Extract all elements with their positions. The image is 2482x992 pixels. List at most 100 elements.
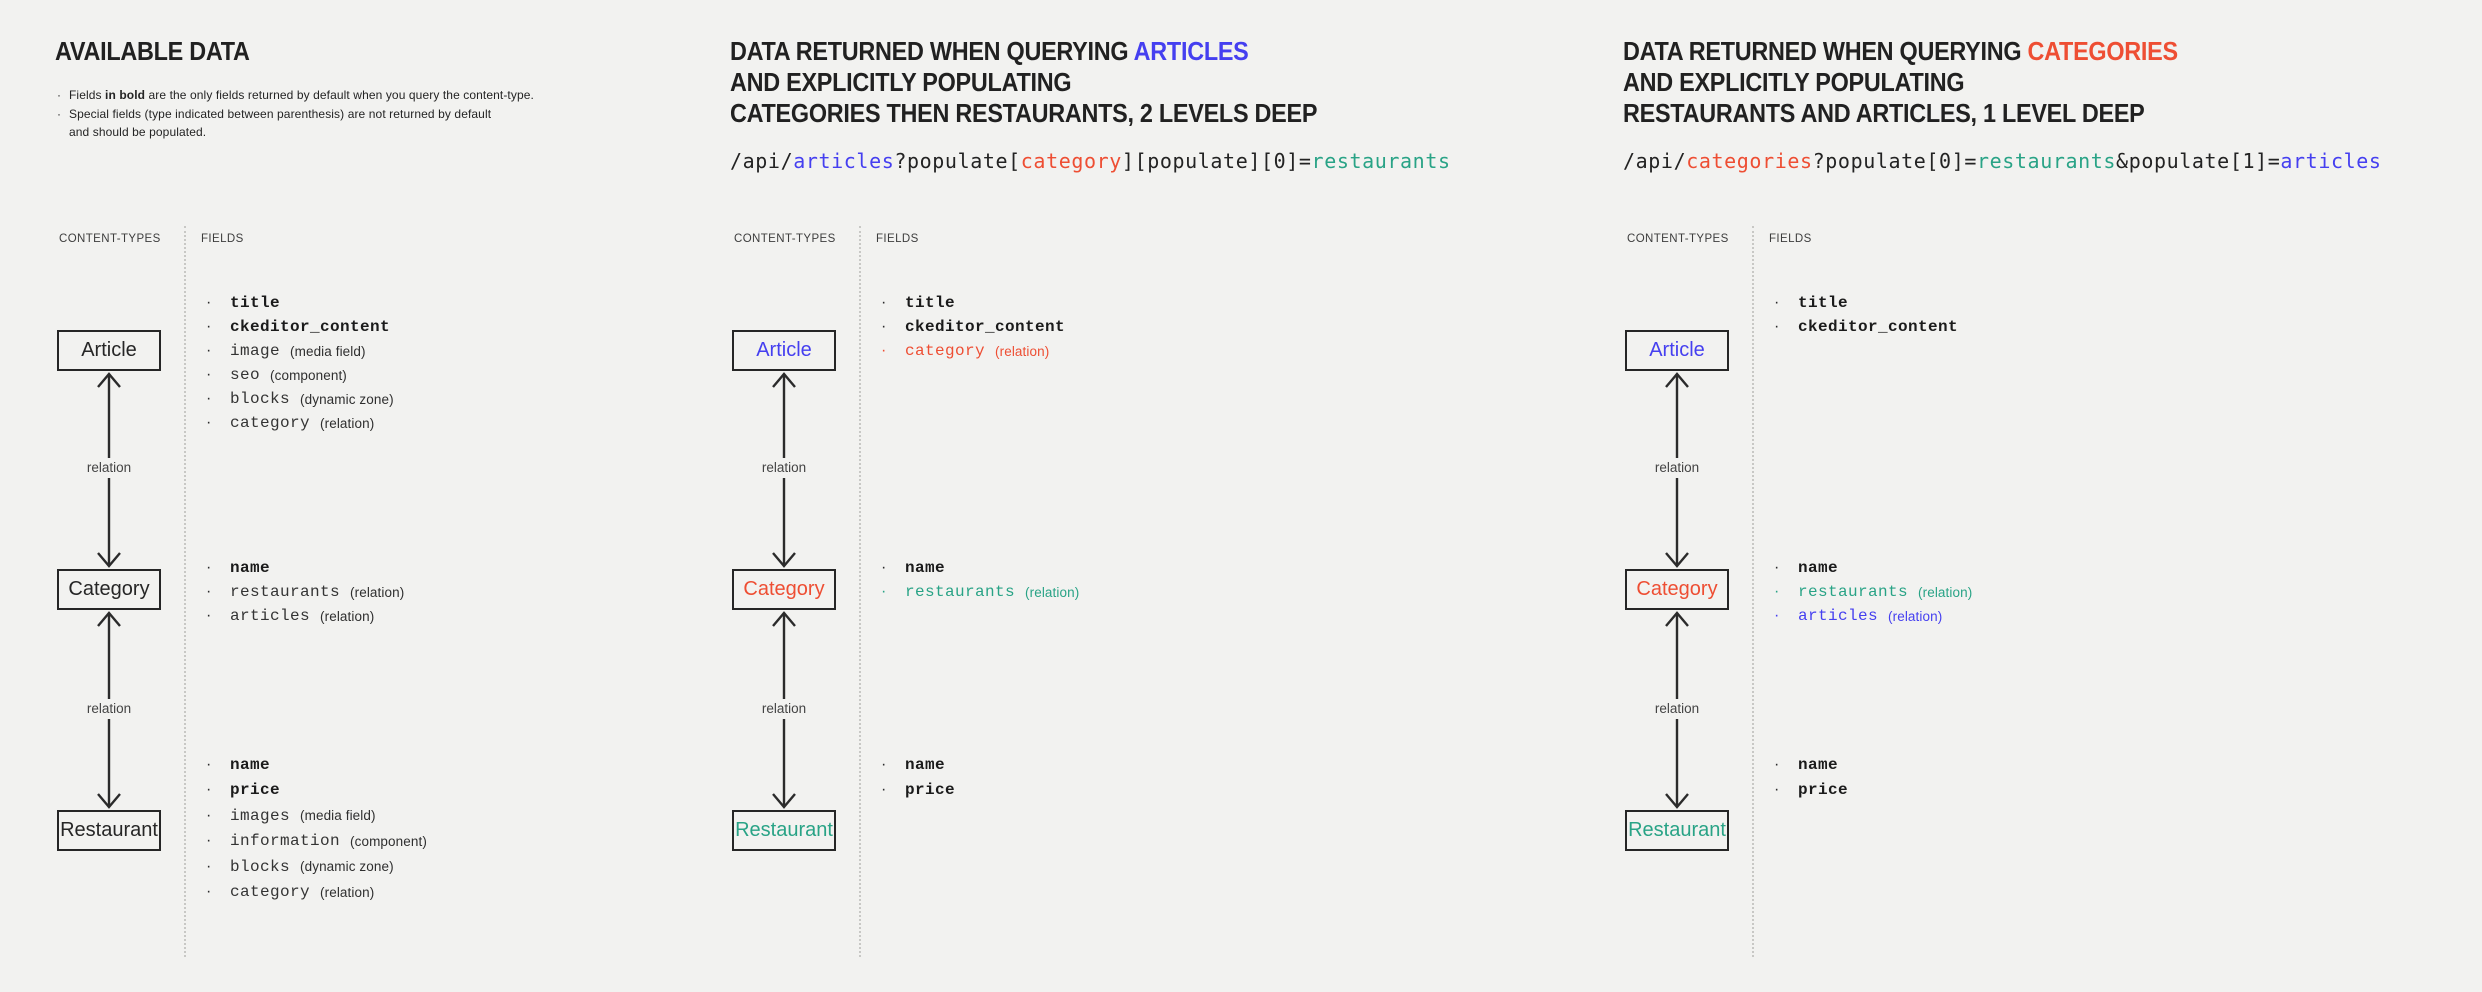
field-type: (relation) <box>1888 608 1943 624</box>
field-type: (relation) <box>320 415 375 431</box>
bullet-icon: · <box>57 106 61 121</box>
field-name: restaurants <box>230 583 341 601</box>
field-line: ·seo(component) <box>201 363 821 387</box>
text-segment: Fields <box>69 88 106 102</box>
column-header-content-types: CONTENT-TYPES <box>59 233 161 245</box>
text-segment-blue: articles <box>793 149 895 173</box>
content-type-box-article: Article <box>57 330 161 371</box>
title-line: AND EXPLICITLY POPULATING <box>1623 67 2178 98</box>
field-name: name <box>1798 559 1839 577</box>
text-segment: are the only fields returned by default … <box>145 88 534 102</box>
relation-label: relation <box>757 458 811 478</box>
field-name: name <box>905 755 946 774</box>
field-name: ckeditor_content <box>905 318 1066 336</box>
title-line: CATEGORIES THEN RESTAURANTS, 2 LEVELS DE… <box>730 98 1317 129</box>
field-line: ·name <box>876 752 1496 778</box>
field-name: articles <box>230 607 311 625</box>
text-segment-red: category <box>1020 149 1122 173</box>
bullet-icon: · <box>206 414 212 431</box>
bullet-icon: · <box>1774 294 1780 311</box>
content-type-label: Restaurant <box>60 819 158 841</box>
field-type: (relation) <box>1918 584 1973 600</box>
field-name: restaurants <box>1798 583 1909 601</box>
field-name: blocks <box>230 390 291 408</box>
relation-label: relation <box>82 699 136 719</box>
text-segment: in bold <box>105 88 146 102</box>
field-name: category <box>230 414 311 432</box>
panel-query-articles: DATA RETURNED WHEN QUERYING ARTICLES AND… <box>730 0 1610 992</box>
relation-label: relation <box>757 699 811 719</box>
field-name: ckeditor_content <box>230 318 391 336</box>
field-name: price <box>230 781 281 800</box>
text-segment-teal: restaurants <box>1976 149 2117 173</box>
field-name: blocks <box>230 857 291 876</box>
api-url: /api/articles?populate[category][populat… <box>730 147 1451 175</box>
field-type: (relation) <box>350 584 405 600</box>
text-segment: RESTAURANTS AND ARTICLES, 1 LEVEL DEEP <box>1623 98 2145 128</box>
text-segment: ?populate[0]= <box>1812 149 1977 173</box>
field-line: ·title <box>876 291 1496 315</box>
content-type-box-article: Article <box>732 330 836 371</box>
content-type-label: Category <box>743 578 825 600</box>
field-line: ·restaurants(relation) <box>1769 580 2389 604</box>
field-list-article: ·title·ckeditor_content <box>1769 291 2389 339</box>
field-type: (relation) <box>995 343 1050 359</box>
bullet-icon: · <box>206 318 212 335</box>
content-type-label: Restaurant <box>1628 819 1726 841</box>
field-name: title <box>230 294 281 312</box>
text-segment: AND EXPLICITLY POPULATING <box>730 67 1072 97</box>
field-line: · ckeditor_content <box>201 315 821 339</box>
title-line: DATA RETURNED WHEN QUERYING ARTICLES <box>730 36 1317 67</box>
field-line: ·name <box>201 752 821 778</box>
bullet-icon: · <box>1774 607 1780 624</box>
field-name: information <box>230 832 341 851</box>
panel-available-data: AVAILABLE DATA · Fields in bold are the … <box>55 0 715 992</box>
title-line: DATA RETURNED WHEN QUERYING CATEGORIES <box>1623 36 2178 67</box>
relation-label: relation <box>82 458 136 478</box>
bullet-icon: · <box>57 88 61 102</box>
bullet-icon: · <box>881 559 887 576</box>
field-type: (component) <box>270 367 347 383</box>
bullet-icon: · <box>881 294 887 311</box>
field-line: ·images(media field) <box>201 803 821 829</box>
text-segment-blue: ARTICLES <box>1133 36 1249 66</box>
note-item: · Special fields (type indicated between… <box>57 105 657 142</box>
field-line: ·price <box>201 778 821 804</box>
text-segment: AVAILABLE DATA <box>55 36 250 66</box>
bullet-icon: · <box>881 318 887 335</box>
field-list-category: ·name·restaurants(relation)·articles(rel… <box>201 556 821 628</box>
bullet-icon: · <box>1774 781 1780 799</box>
field-line: ·title <box>201 291 821 315</box>
bullet-icon: · <box>206 755 212 773</box>
field-line: ·restaurants(relation) <box>201 580 821 604</box>
bullet-icon: · <box>206 832 212 850</box>
content-type-label: Restaurant <box>735 819 833 841</box>
content-type-label: Category <box>68 578 150 600</box>
field-name: ckeditor_content <box>1798 318 1959 336</box>
field-name: category <box>905 342 986 360</box>
bullet-icon: · <box>206 806 212 824</box>
api-url: /api/categories?populate[0]=restaurants&… <box>1623 147 2382 175</box>
bullet-icon: · <box>206 342 212 359</box>
bullet-icon: · <box>206 390 212 407</box>
column-header-fields: FIELDS <box>201 233 244 245</box>
field-type: (dynamic zone) <box>300 391 394 407</box>
content-type-box-category: Category <box>732 569 836 610</box>
field-name: name <box>905 559 946 577</box>
field-line: ·category(relation) <box>876 339 1496 363</box>
field-list-restaurant: ·name·price <box>876 752 1496 803</box>
title-line: RESTAURANTS AND ARTICLES, 1 LEVEL DEEP <box>1623 98 2178 129</box>
bullet-icon: · <box>1774 755 1780 773</box>
content-type-box-restaurant: Restaurant <box>732 810 836 851</box>
field-type: (relation) <box>1025 584 1080 600</box>
field-line: ·blocks(dynamic zone) <box>201 854 821 880</box>
field-line: ·articles(relation) <box>201 604 821 628</box>
bullet-icon: · <box>206 366 212 383</box>
text-segment: /api/ <box>1623 149 1687 173</box>
field-name: category <box>230 883 311 902</box>
field-line: ·name <box>201 556 821 580</box>
text-segment: ][populate][0]= <box>1121 149 1312 173</box>
text-segment-red: CATEGORIES <box>2027 36 2179 66</box>
field-name: articles <box>1798 607 1879 625</box>
